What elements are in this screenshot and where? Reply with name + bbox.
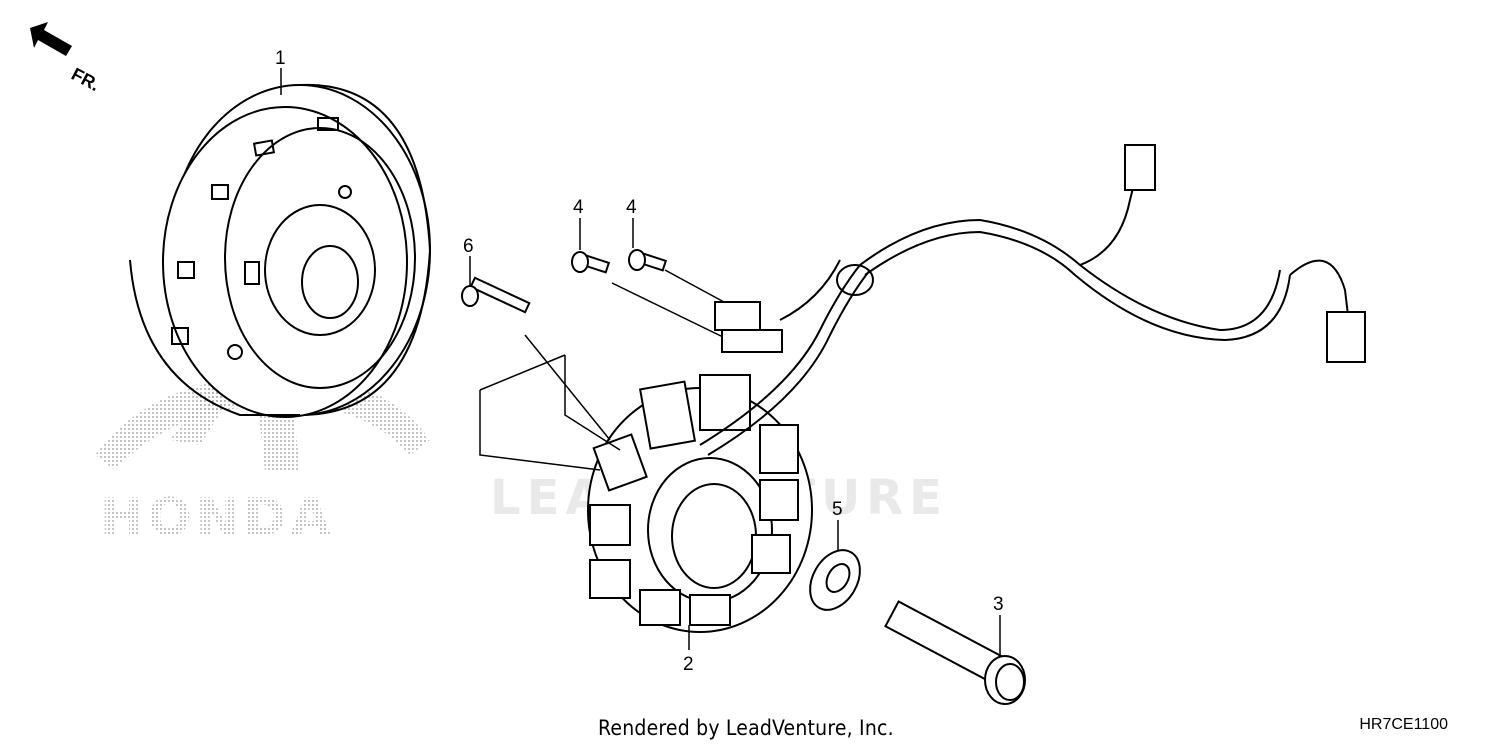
callout-1: 1 — [275, 48, 286, 69]
callout-2: 2 — [683, 654, 694, 675]
diagram-code: HR7CE1100 — [1359, 716, 1448, 733]
bolt-part-3 — [884, 600, 1026, 705]
callout-lines — [280, 68, 1001, 655]
callout-3: 3 — [993, 594, 1004, 615]
front-direction-arrow: FR. — [30, 22, 103, 95]
wire-harness — [699, 144, 1366, 456]
stator-part — [587, 374, 813, 633]
bolt-part-4a — [571, 251, 611, 274]
callout-6: 6 — [463, 236, 474, 257]
bolt-guide-lines — [479, 269, 736, 471]
render-credit: Rendered by LeadVenture, Inc. — [598, 716, 894, 740]
washer-part — [809, 549, 861, 611]
honda-logo-text: HONDA — [100, 488, 335, 548]
direction-label: FR. — [68, 64, 103, 95]
flywheel-part — [129, 83, 432, 418]
callout-4a: 4 — [573, 197, 584, 218]
callout-5: 5 — [832, 499, 843, 520]
bolt-part-6 — [461, 276, 531, 314]
callout-4b: 4 — [626, 197, 637, 218]
bolt-part-4b — [628, 249, 668, 272]
